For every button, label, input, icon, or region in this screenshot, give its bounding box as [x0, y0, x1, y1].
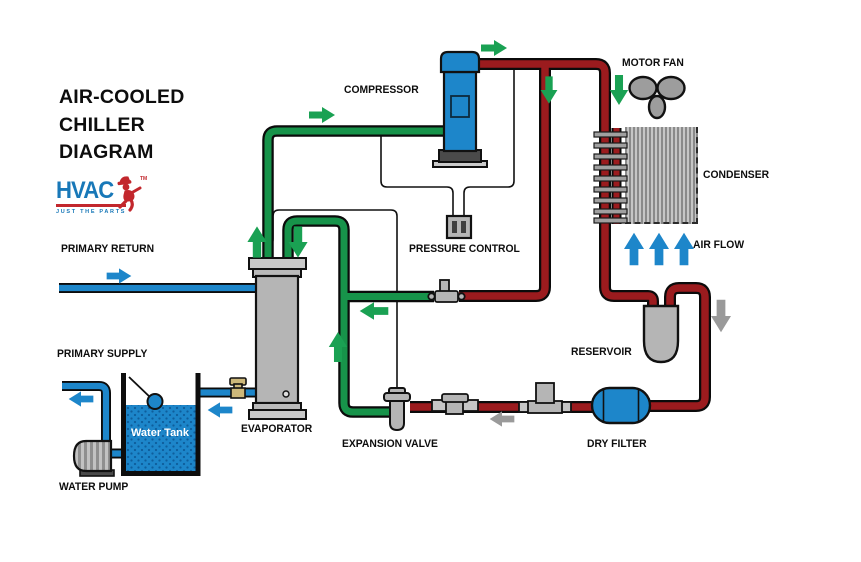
suction-pipe [264, 127, 446, 262]
flow-arrow-left-icon [207, 402, 233, 418]
air-flow-label: AIR FLOW [693, 239, 745, 251]
drain-valve [229, 377, 247, 399]
primary-supply-pipe [62, 382, 110, 446]
evaporator-shell [254, 274, 300, 405]
primary-supply-label: PRIMARY SUPPLY [57, 348, 148, 360]
flow-arrow-right-icon [309, 107, 335, 123]
condenser-coil-fins [593, 131, 628, 224]
fan-blade-left [628, 75, 658, 101]
evaporator-feed-pipe [284, 217, 392, 416]
motor-fan [628, 75, 686, 120]
tank-water [126, 405, 196, 471]
airflow-arrow-up-icon [649, 232, 669, 266]
diagram-title: AIR-COOLED CHILLER DIAGRAM [59, 86, 185, 163]
evaporator-label: EVAPORATOR [241, 423, 313, 435]
hvac-logo-tm: TM [140, 176, 148, 182]
pressure-control-label: PRESSURE CONTROL [409, 243, 520, 255]
pressure-control [445, 214, 473, 240]
compressor [432, 50, 488, 168]
bypass-valve [427, 279, 466, 303]
compressor-body [442, 70, 478, 153]
water-tank [121, 373, 201, 476]
flow-arrow-down-icon [711, 299, 731, 333]
hot-gas-bypass-pipe [459, 66, 549, 300]
hvac-logo-underline [56, 204, 126, 207]
solenoid-valve [518, 382, 572, 414]
low-pressure-sensing-line [380, 134, 454, 217]
condenser-label: CONDENSER [703, 169, 770, 181]
green-flow-arrows [247, 40, 629, 362]
float-ball [146, 393, 164, 410]
discharge-to-condenser-pipe [476, 60, 657, 307]
airflow-arrow-up-icon [624, 232, 644, 266]
flow-arrow-left-icon [68, 391, 94, 407]
hvac-runner-icon [117, 176, 142, 212]
water-pump-label: WATER PUMP [59, 481, 129, 493]
flow-arrow-left-icon [359, 302, 389, 320]
pump-motor [72, 439, 113, 473]
compressor-cap [439, 50, 481, 74]
high-pressure-sensing-line [463, 68, 515, 217]
fan-blade-right [656, 75, 686, 101]
hvac-logo-text: HVAC [56, 177, 114, 204]
hvac-logo-tagline: JUST THE PARTS [56, 209, 127, 215]
fan-blade-bottom [647, 94, 667, 120]
water-pump [72, 439, 115, 477]
expansion-valve [383, 387, 411, 432]
flow-arrow-left-icon [489, 411, 515, 427]
compressor-label: COMPRESSOR [344, 84, 419, 96]
compressor-nameplate [450, 95, 470, 118]
primary-return-label: PRIMARY RETURN [61, 243, 155, 255]
cold-pipes [264, 127, 446, 416]
condenser-fins [625, 127, 698, 224]
tank-walls [121, 373, 201, 476]
dry-filter [590, 386, 652, 425]
flow-arrow-right-icon [106, 268, 132, 284]
flow-arrow-down-icon [609, 75, 629, 105]
pressure-sensing-lines [268, 68, 515, 392]
motor-fan-label: MOTOR FAN [622, 57, 684, 69]
reservoir-vessel [642, 304, 680, 364]
airflow-arrow-up-icon [674, 232, 694, 266]
sight-glass-fitting [431, 393, 479, 415]
reservoir-label: RESERVOIR [571, 346, 632, 358]
water-tank-label: Water Tank [130, 427, 190, 439]
reservoir-to-filter-pipe [648, 284, 709, 410]
expansion-valve-label: EXPANSION VALVE [342, 438, 438, 450]
evaporator [248, 257, 307, 420]
flow-arrow-right-icon [481, 40, 507, 56]
hvac-logo: HVAC JUST THE PARTS TM [56, 176, 151, 215]
dry-filter-label: DRY FILTER [587, 438, 647, 450]
